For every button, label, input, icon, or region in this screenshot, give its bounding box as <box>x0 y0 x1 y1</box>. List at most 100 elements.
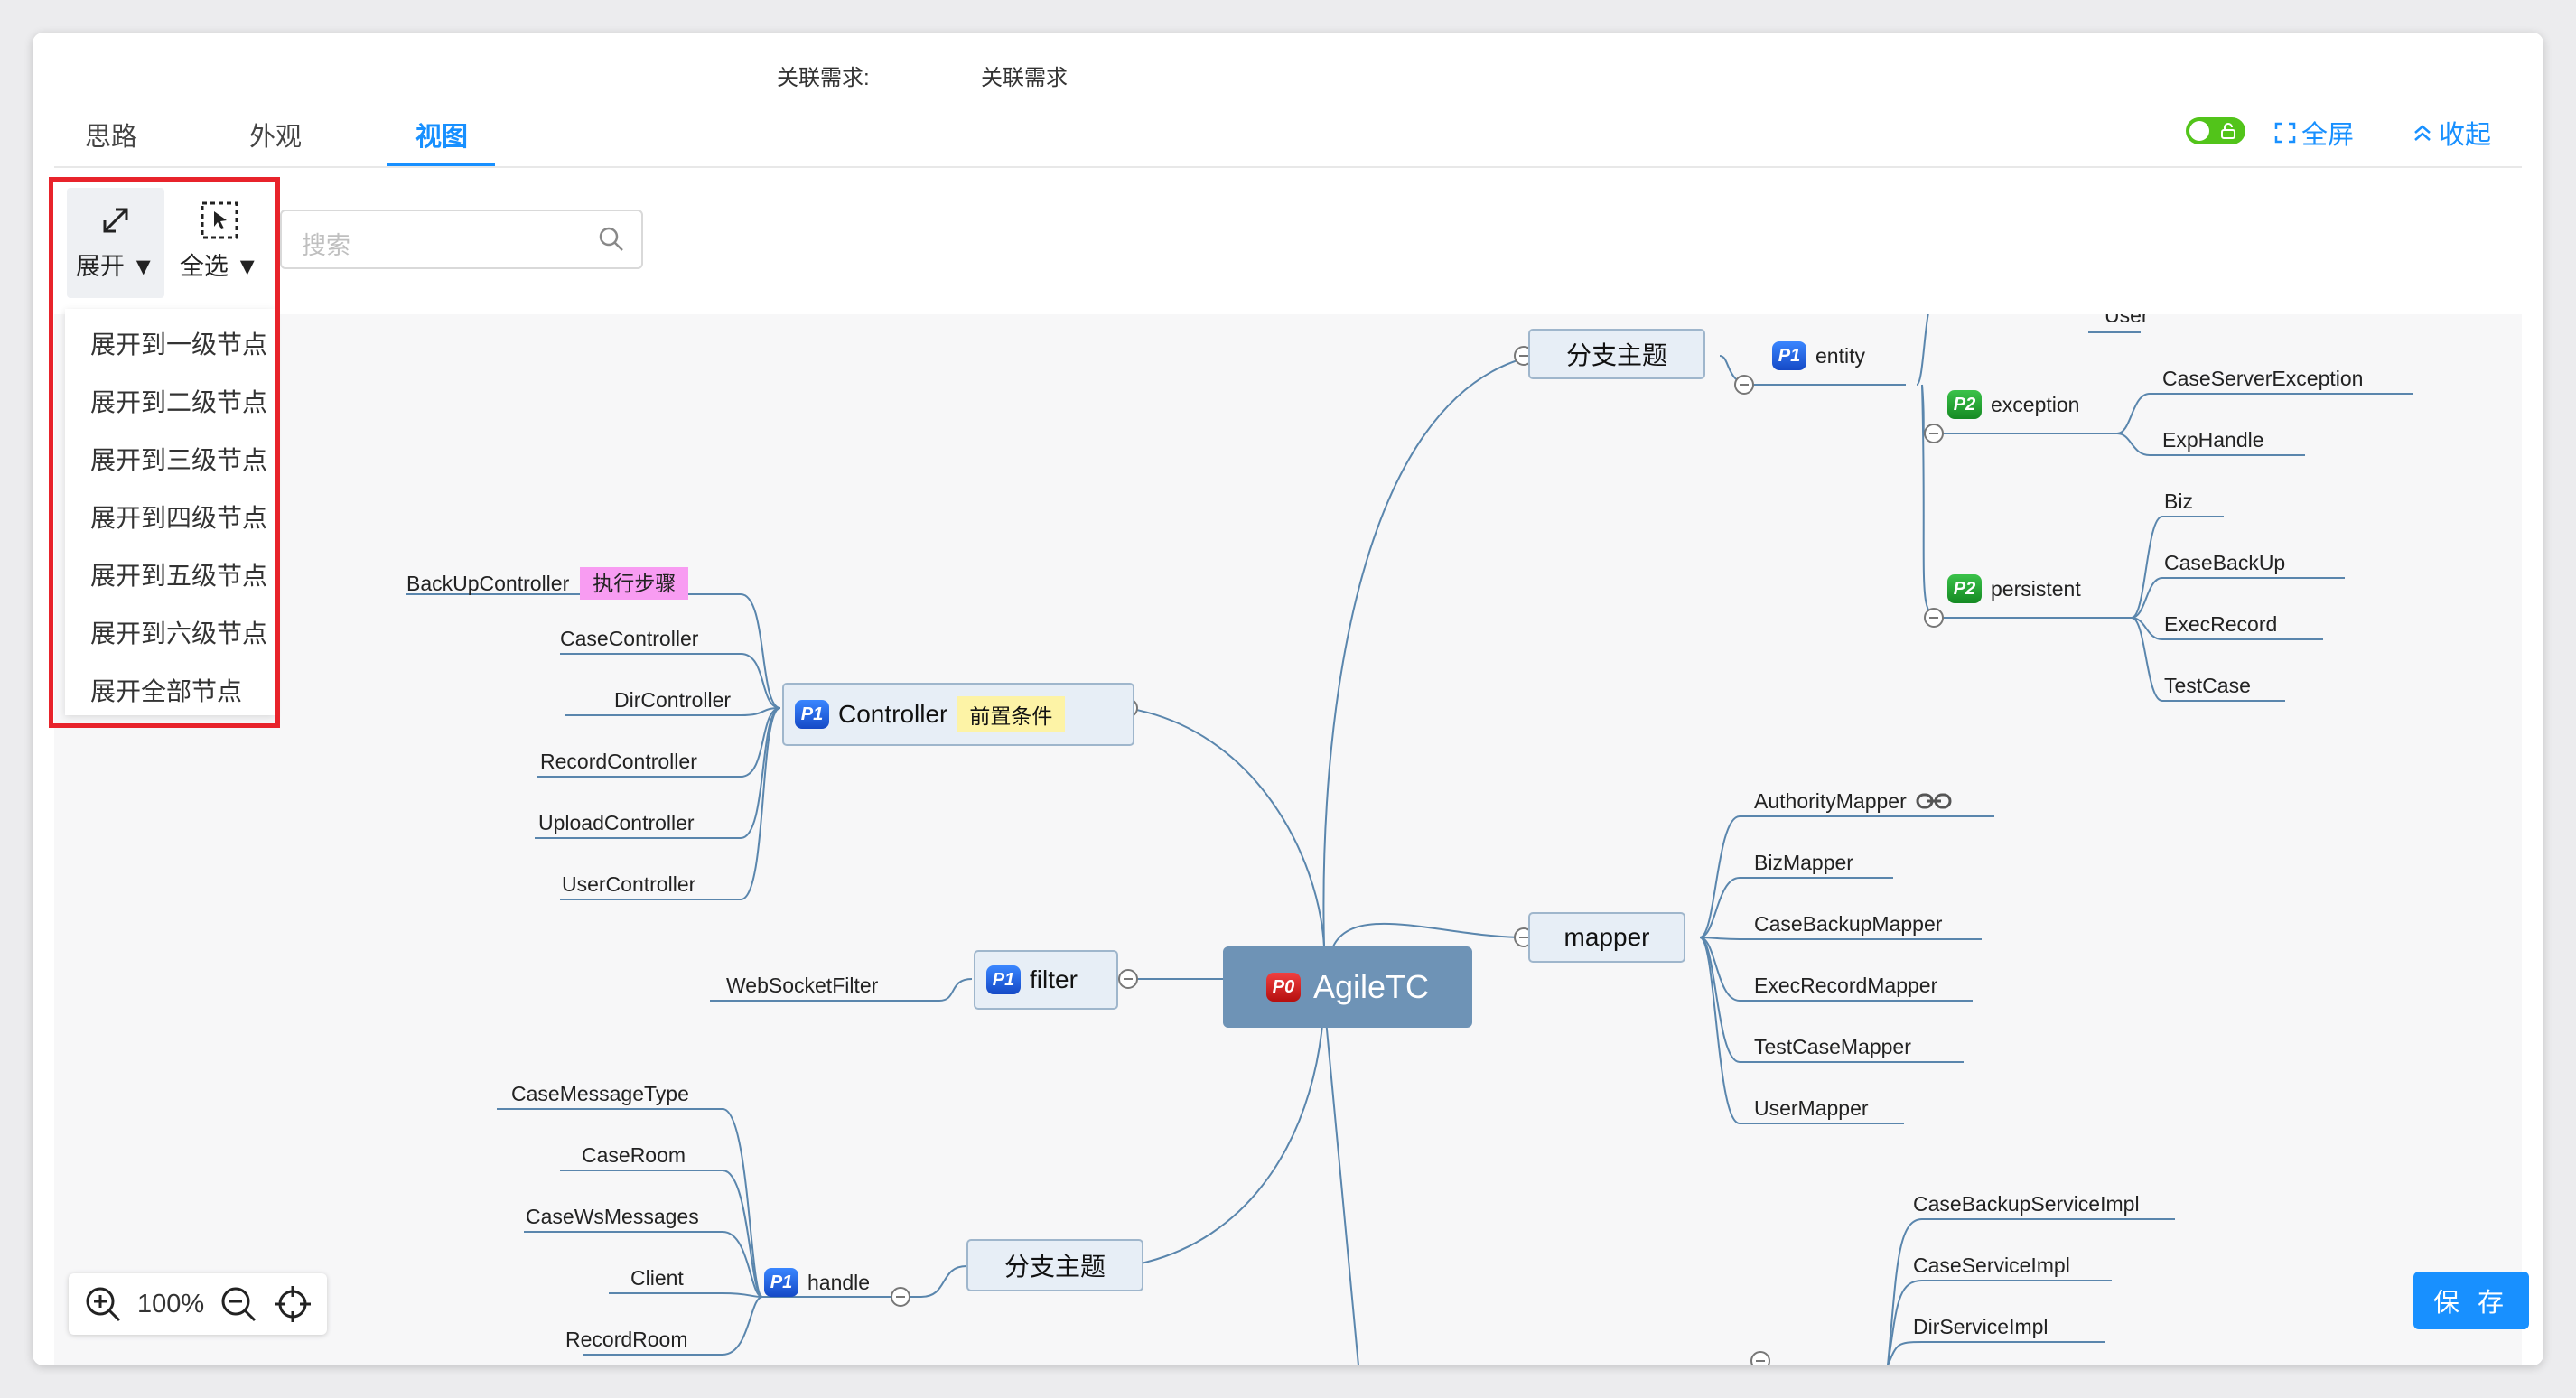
fullscreen-button[interactable]: 全屏 <box>2274 114 2354 152</box>
priority-badge: P2 <box>1947 574 1982 603</box>
select-all-label: 全选 <box>179 253 229 280</box>
priority-badge: P1 <box>795 700 829 729</box>
menu-item-expand-all[interactable]: 展开全部节点 <box>90 677 243 705</box>
mindmap-node[interactable]: CaseBackupServiceImpl <box>1913 1192 2140 1216</box>
mindmap-node[interactable]: RecordRoom <box>565 1328 688 1351</box>
caret-down-icon: ▼ <box>131 253 156 280</box>
priority-badge: P1 <box>764 1268 798 1297</box>
root-node[interactable]: P0 AgileTC <box>1223 946 1472 1028</box>
node-label: persistent <box>1991 577 2081 601</box>
mindmap-node[interactable]: UploadController <box>538 811 695 834</box>
topic-entity[interactable]: P1 entity <box>1772 341 1865 370</box>
lock-icon <box>2221 123 2235 139</box>
mindmap-node[interactable]: CaseBackUp <box>2164 551 2286 574</box>
readonly-toggle[interactable] <box>2186 117 2245 144</box>
save-button[interactable]: 保 存 <box>2413 1272 2529 1329</box>
menu-item-expand-level-4[interactable]: 展开到四级节点 <box>90 504 268 532</box>
topic-mapper[interactable]: mapper <box>1528 912 1685 963</box>
precondition-tag: 前置条件 <box>957 696 1066 732</box>
related-req-value: 关联需求 <box>981 66 1068 90</box>
expand-label: 展开 <box>75 253 125 280</box>
menu-item-expand-level-2[interactable]: 展开到二级节点 <box>90 388 268 416</box>
mindmap-node[interactable]: Client <box>630 1266 684 1290</box>
step-tag: 执行步骤 <box>580 567 689 600</box>
topic-filter[interactable]: P1 filter <box>974 950 1118 1010</box>
search-placeholder: 搜索 <box>302 232 350 259</box>
mindmap-node[interactable]: ExecRecord <box>2164 612 2278 636</box>
priority-badge: P2 <box>1947 390 1982 419</box>
mindmap-node[interactable]: ExecRecordMapper <box>1754 974 1938 997</box>
node-label: BackUpController <box>406 572 570 595</box>
mindmap-node[interactable]: CaseServerException <box>2162 367 2364 390</box>
mindmap-node[interactable]: RecordController <box>540 750 697 773</box>
mindmap-node[interactable]: UserMapper <box>1754 1096 1869 1120</box>
locate-center-icon[interactable] <box>273 1284 313 1324</box>
select-all-button[interactable]: 全选 ▼ <box>172 188 267 298</box>
mindmap-node[interactable]: DirServiceImpl <box>1913 1315 2049 1338</box>
mindmap-node[interactable]: DirController <box>614 688 732 712</box>
app-window: 关联需求: 关联需求 思路 外观 视图 全屏 收起 <box>33 33 2543 1365</box>
mindmap-connectors <box>406 314 2413 1365</box>
header-divider <box>54 166 2522 168</box>
tab-ideas[interactable]: 思路 <box>85 123 138 152</box>
zoom-out-icon[interactable] <box>219 1284 258 1324</box>
mindmap-node[interactable]: WebSocketFilter <box>726 974 879 997</box>
mindmap-canvas[interactable]: P0 AgileTC P1 Controller 前置条件 BackUpCont… <box>54 314 2522 1365</box>
node-label: exception <box>1991 393 2080 416</box>
tab-view[interactable]: 视图 <box>415 123 469 152</box>
mindmap-node[interactable]: CaseBackupMapper <box>1754 912 1943 936</box>
priority-badge: P1 <box>1772 341 1806 370</box>
mindmap-node[interactable]: CaseServiceImpl <box>1913 1254 2070 1277</box>
expand-arrows-icon <box>103 208 128 233</box>
menu-item-expand-level-1[interactable]: 展开到一级节点 <box>90 331 268 359</box>
mindmap-node[interactable]: AuthorityMapper <box>1754 788 1952 815</box>
topic-controller[interactable]: P1 Controller 前置条件 <box>782 683 1134 746</box>
search-icon <box>599 227 623 251</box>
collapse-toggle-service[interactable] <box>1750 1351 1770 1365</box>
node-label: entity <box>1815 344 1865 368</box>
topic-exception[interactable]: P2 exception <box>1947 390 2079 419</box>
mindmap-node[interactable]: BackUpController 执行步骤 <box>406 567 689 600</box>
select-all-icon <box>201 201 238 239</box>
collapse-label: 收起 <box>2439 121 2492 150</box>
collapse-toggle-filter[interactable] <box>1118 969 1138 989</box>
mindmap-node[interactable]: UserController <box>562 872 696 896</box>
priority-badge: P1 <box>986 965 1021 994</box>
menu-item-expand-level-6[interactable]: 展开到六级节点 <box>90 620 268 648</box>
zoom-controls: 100% <box>69 1273 328 1335</box>
topic-persistent[interactable]: P2 persistent <box>1947 574 2081 603</box>
mindmap-node[interactable]: CaseController <box>560 627 699 650</box>
related-req-label: 关联需求: <box>777 66 870 90</box>
topic-branch-top[interactable]: 分支主题 <box>1528 329 1705 379</box>
collapse-toggle-persistent[interactable] <box>1924 608 1944 628</box>
mindmap-node[interactable]: CaseRoom <box>582 1143 686 1167</box>
topic-branch-bottom[interactable]: 分支主题 <box>966 1239 1143 1291</box>
search-input[interactable]: 搜索 <box>280 210 643 269</box>
highlight-annotation-box <box>49 177 280 728</box>
mindmap-node[interactable]: CaseWsMessages <box>526 1205 699 1228</box>
mindmap-node[interactable]: BizMapper <box>1754 851 1853 874</box>
priority-badge: P0 <box>1265 973 1301 1002</box>
mindmap-node[interactable]: TestCaseMapper <box>1754 1035 1911 1058</box>
collapse-button[interactable]: 收起 <box>2412 114 2491 152</box>
collapse-toggle-handle[interactable] <box>891 1287 910 1307</box>
collapse-toggle-exception[interactable] <box>1924 424 1944 443</box>
mindmap-node[interactable]: ExpHandle <box>2162 428 2264 452</box>
toggle-knob <box>2189 121 2209 141</box>
mindmap-node[interactable]: TestCase <box>2164 674 2251 697</box>
node-label: handle <box>807 1271 871 1294</box>
topic-handle[interactable]: P1 handle <box>764 1268 870 1297</box>
zoom-in-icon[interactable] <box>83 1284 123 1324</box>
topic-label: filter <box>1030 965 1078 993</box>
menu-item-expand-level-5[interactable]: 展开到五级节点 <box>90 562 268 590</box>
double-chevron-up-icon <box>2414 125 2431 141</box>
collapse-toggle-entity[interactable] <box>1734 375 1754 395</box>
mindmap-node[interactable]: User <box>2105 314 2149 327</box>
menu-item-expand-level-3[interactable]: 展开到三级节点 <box>90 446 268 474</box>
tab-appearance[interactable]: 外观 <box>249 123 303 152</box>
node-label: AuthorityMapper <box>1754 789 1907 813</box>
expand-button[interactable]: 展开 ▼ <box>67 188 164 298</box>
mindmap-node[interactable]: CaseMessageType <box>511 1082 689 1105</box>
fullscreen-icon <box>2274 122 2296 144</box>
mindmap-node[interactable]: Biz <box>2164 489 2193 513</box>
